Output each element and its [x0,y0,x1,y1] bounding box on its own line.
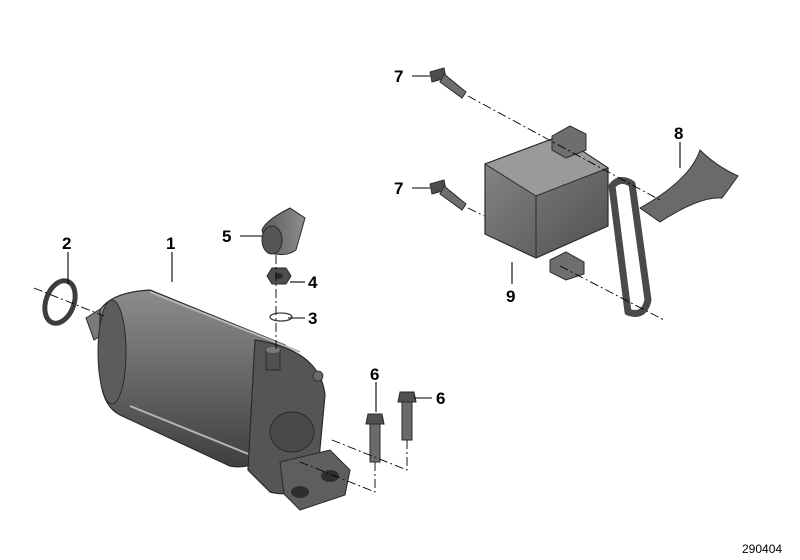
callout-7-bottom: 7 [394,179,403,198]
callout-7-top: 7 [394,67,403,86]
callout-4: 4 [308,273,318,292]
callout-9: 9 [506,287,515,306]
terminal-cap [261,207,306,256]
callout-5: 5 [222,227,231,246]
callout-2: 2 [62,234,71,253]
o-ring [42,278,78,326]
callout-8: 8 [674,124,683,143]
hex-nut [266,267,292,285]
callout-1: 1 [166,234,175,253]
leader-lines [67,75,681,412]
screw-bottom [429,179,467,211]
mounting-bracket [608,149,739,317]
figure-number: 290404 [742,542,782,556]
starter-motor [85,289,351,511]
callout-3: 3 [308,309,317,328]
callout-6-left: 6 [370,365,379,384]
washer [269,312,293,322]
bolt-right [397,391,417,441]
screw-top [429,67,467,99]
control-unit [483,125,610,281]
callout-6-right: 6 [436,389,445,408]
